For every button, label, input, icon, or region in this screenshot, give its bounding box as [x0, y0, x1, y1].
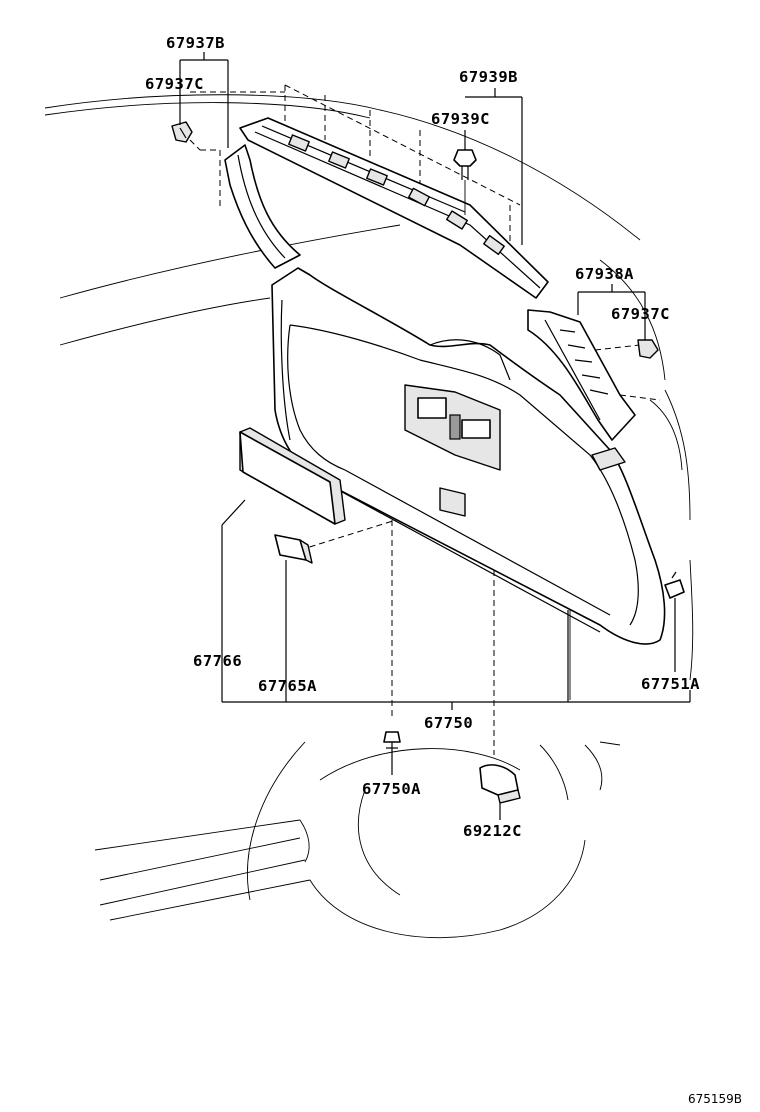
callout-67937C-top: 67937C — [145, 75, 204, 93]
screw-67750A — [383, 731, 401, 752]
callout-67750: 67750 — [424, 714, 473, 732]
left-side-garnish-67937B — [224, 144, 301, 269]
clip-67751A — [664, 571, 685, 599]
callout-67937B: 67937B — [166, 34, 225, 52]
right-side-garnish-67938A — [527, 309, 636, 441]
callout-69212C: 69212C — [463, 822, 522, 840]
back-door-trim-board-67750 — [271, 267, 666, 645]
callout-67766: 67766 — [193, 652, 242, 670]
upper-garnish-67939B — [239, 117, 549, 299]
assembly-guide-lines — [189, 84, 661, 755]
callout-67939B: 67939B — [459, 68, 518, 86]
callout-67937C-right: 67937C — [611, 305, 670, 323]
callout-67939C: 67939C — [431, 110, 490, 128]
cover-67766 — [239, 427, 346, 525]
diagram-reference-number: 675159B — [688, 1092, 742, 1106]
clip-67937C-top — [171, 121, 193, 143]
callout-labels: 67937B 67937C 67939B 67939C 67938A 67937… — [145, 34, 742, 1106]
callout-67765A: 67765A — [258, 677, 317, 695]
leader-lines — [179, 52, 691, 820]
clip-67939C — [453, 149, 477, 215]
callout-67751A: 67751A — [641, 675, 700, 693]
callout-67938A: 67938A — [575, 265, 634, 283]
vehicle-body-outline — [44, 94, 694, 939]
clip-67937C-right — [637, 339, 659, 359]
cover-67765A — [274, 534, 313, 564]
callout-67750A: 67750A — [362, 780, 421, 798]
cover-69212C — [479, 764, 521, 804]
